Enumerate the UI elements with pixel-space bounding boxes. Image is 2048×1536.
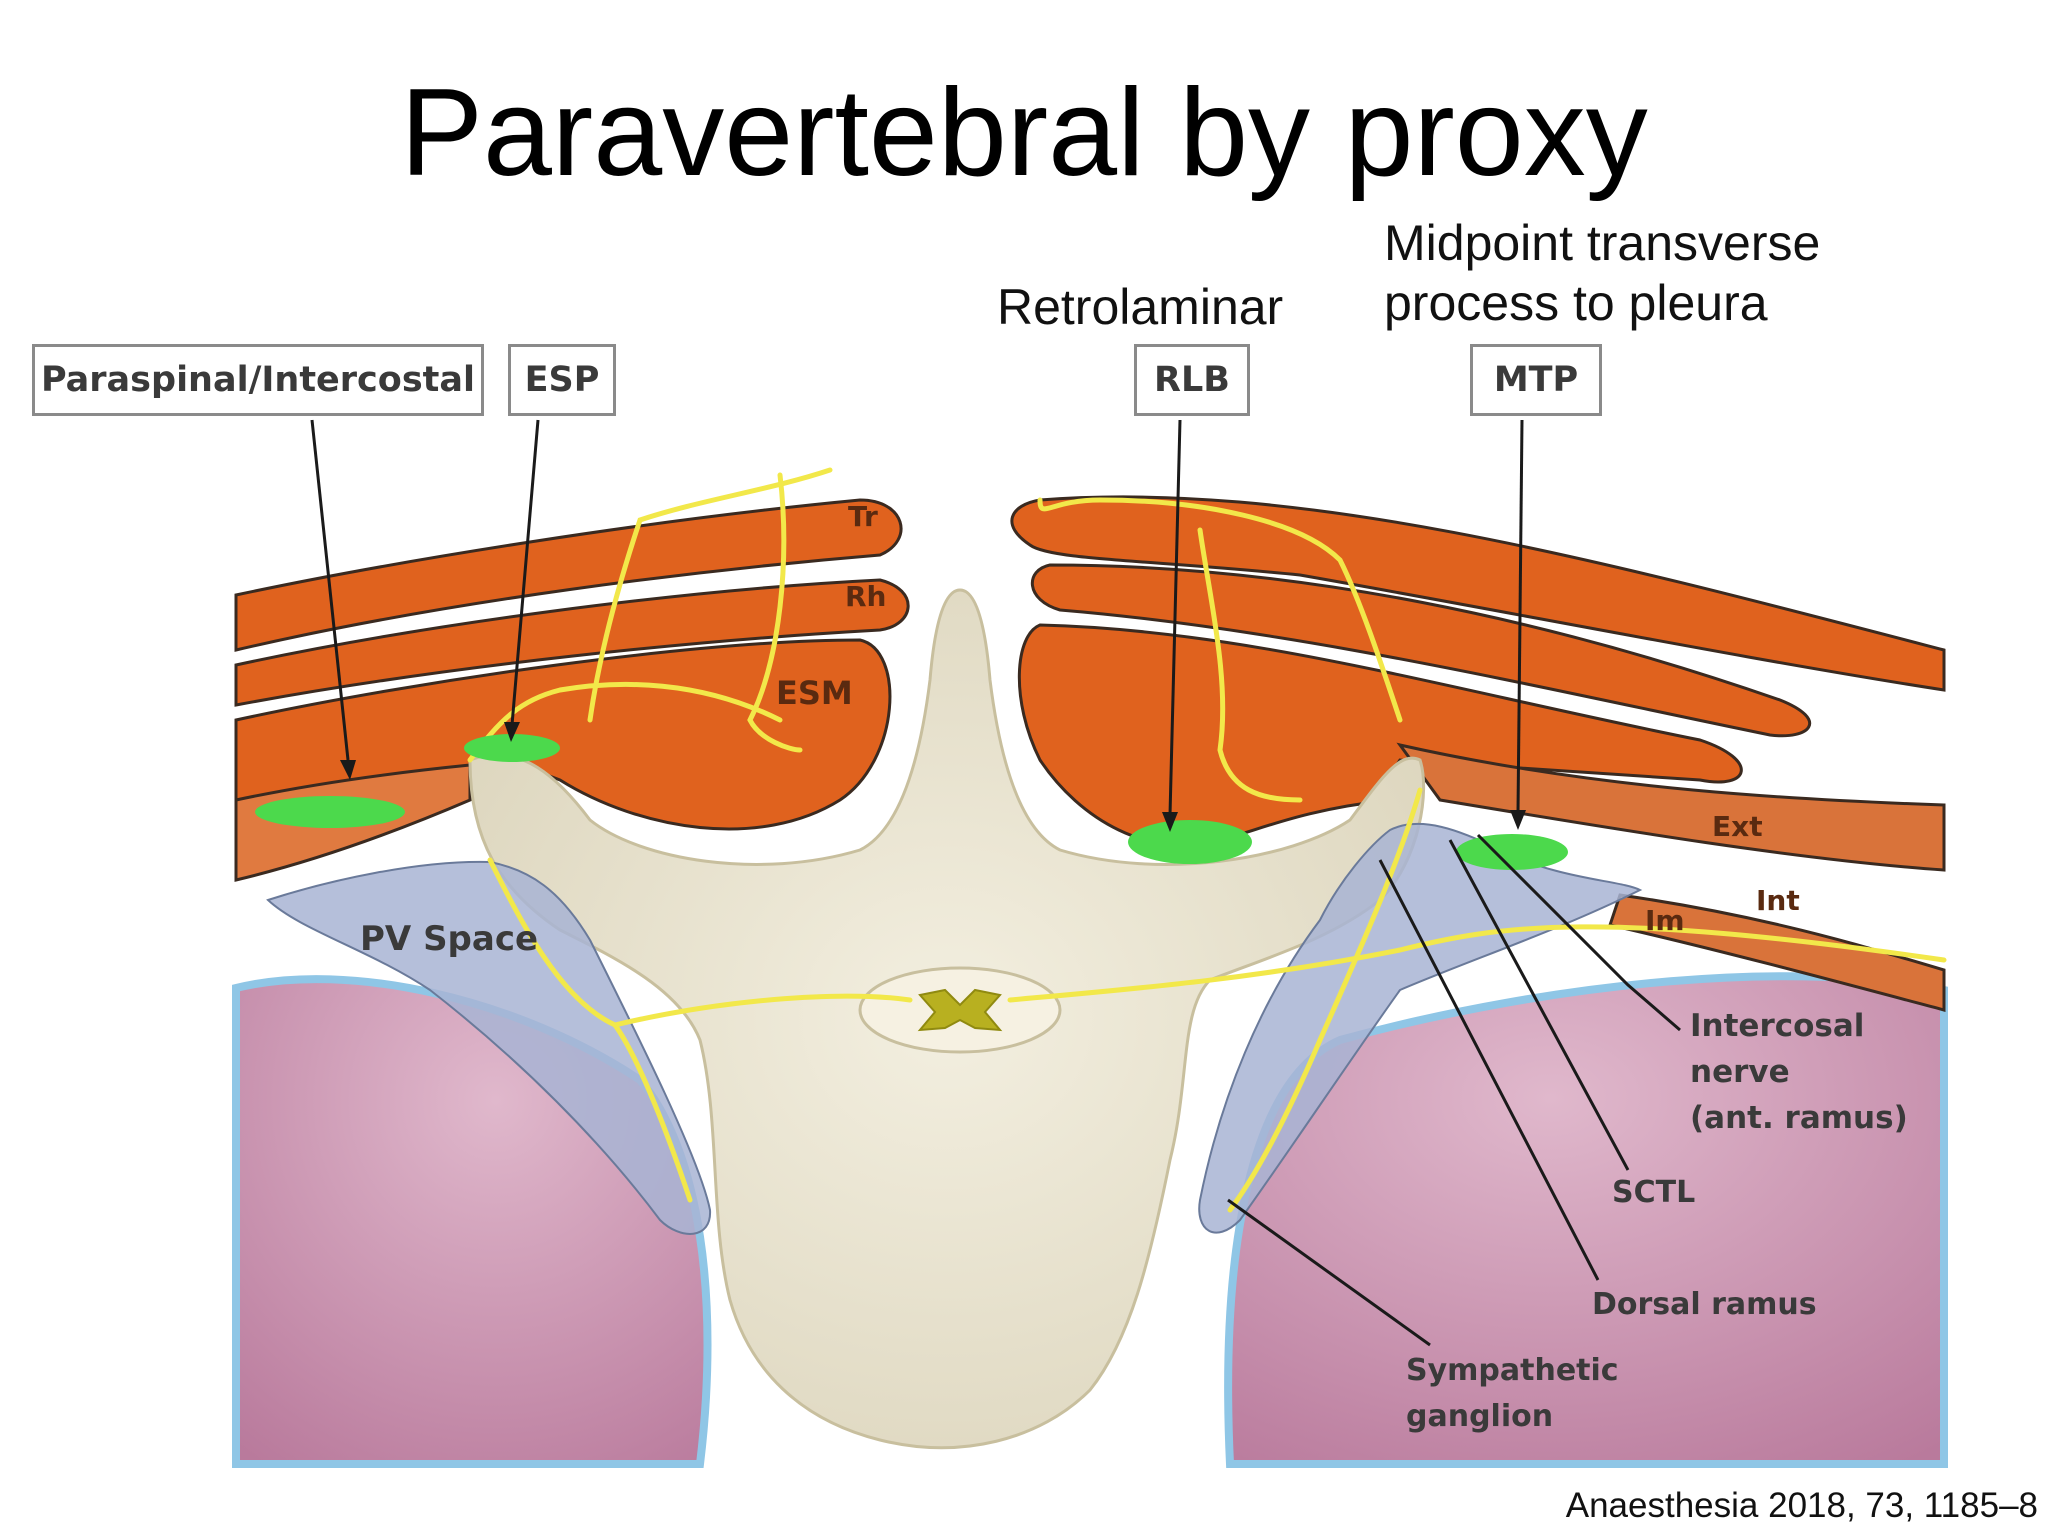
rlb-injectate: [1128, 820, 1252, 864]
left-medial-branch: [587, 467, 833, 723]
right-medial-branch: [1037, 497, 1403, 723]
mtp-injectate: [1456, 834, 1568, 870]
sympathetic-ganglion-label-line1: Sympathetic: [1406, 1353, 1619, 1388]
right-pv-space: [1198, 822, 1643, 1234]
left-trapezius-muscle: [234, 498, 903, 652]
right-external-intercostal-muscle: [1396, 742, 1946, 872]
int-label: Int: [1756, 884, 1800, 917]
nerves: [467, 467, 1947, 1213]
sympathetic-leader: [1227, 1198, 1431, 1347]
mtp-caption-line2: process to pleura: [1384, 275, 1768, 331]
left-pv-space: [266, 860, 712, 1235]
sctl-leader: [1448, 839, 1630, 1171]
intercostal-nerve-label-line3: (ant. ramus): [1690, 1100, 1908, 1136]
sctl-label: SCTL: [1612, 1175, 1695, 1210]
dorsal-ramus-label: Dorsal ramus: [1592, 1287, 1817, 1322]
left-rhomboid-muscle: [234, 578, 910, 707]
right-rhomboid-muscle: [1031, 563, 1812, 738]
citation: Anaesthesia 2018, 73, 1185–8: [1565, 1486, 2038, 1525]
left-rami: [487, 857, 693, 1203]
left-dorsal-ramus-branch: [467, 681, 783, 763]
mtp-arrow: [1516, 419, 1524, 813]
intercostal-leader: [1476, 833, 1681, 1032]
intercostal-nerve-label-line2: nerve: [1690, 1054, 1790, 1090]
esm-label: ESM: [776, 674, 853, 712]
paraspinal-arrow: [310, 419, 350, 761]
esp-box: ESP: [508, 344, 616, 416]
right-spinal-nerve: [1007, 924, 1947, 1003]
esp-injectate: [464, 734, 560, 762]
right-internal-intercostal-muscle: [1608, 893, 1946, 1012]
right-trapezius-muscle: [1010, 495, 1946, 692]
right-lateral-branch: [1197, 527, 1303, 803]
spinal-cord: [917, 988, 1003, 1032]
retrolaminar-caption: Retrolaminar: [997, 279, 1284, 335]
ext-label: Ext: [1712, 810, 1763, 843]
pointer-arrows: [310, 419, 1681, 1347]
trapezius-label: Tr: [848, 500, 878, 533]
left-spinal-nerve: [612, 993, 913, 1028]
mtp-box: MTP: [1470, 344, 1602, 416]
im-label: Im: [1645, 904, 1685, 937]
paraspinal-injectate: [255, 796, 405, 828]
page-title: Paravertebral by proxy: [400, 64, 1648, 202]
rhomboid-label: Rh: [845, 580, 887, 613]
esp-arrow: [510, 419, 540, 726]
pv-space-label: PV Space: [360, 919, 538, 959]
rlb-arrow: [1168, 419, 1182, 816]
left-lateral-branch: [747, 472, 803, 753]
dorsal-ramus-leader: [1378, 859, 1600, 1281]
intercostal-nerve-label-line1: Intercosal: [1690, 1008, 1864, 1044]
sympathetic-ganglion-label-line2: ganglion: [1406, 1399, 1553, 1434]
mtp-caption-line1: Midpoint transverse: [1384, 215, 1821, 271]
right-rami: [1227, 787, 1423, 1213]
rlb-box: RLB: [1134, 344, 1250, 416]
right-muscles: [1010, 495, 1946, 1012]
paraspinal-intercostal-box: Paraspinal/Intercostal: [32, 344, 484, 416]
